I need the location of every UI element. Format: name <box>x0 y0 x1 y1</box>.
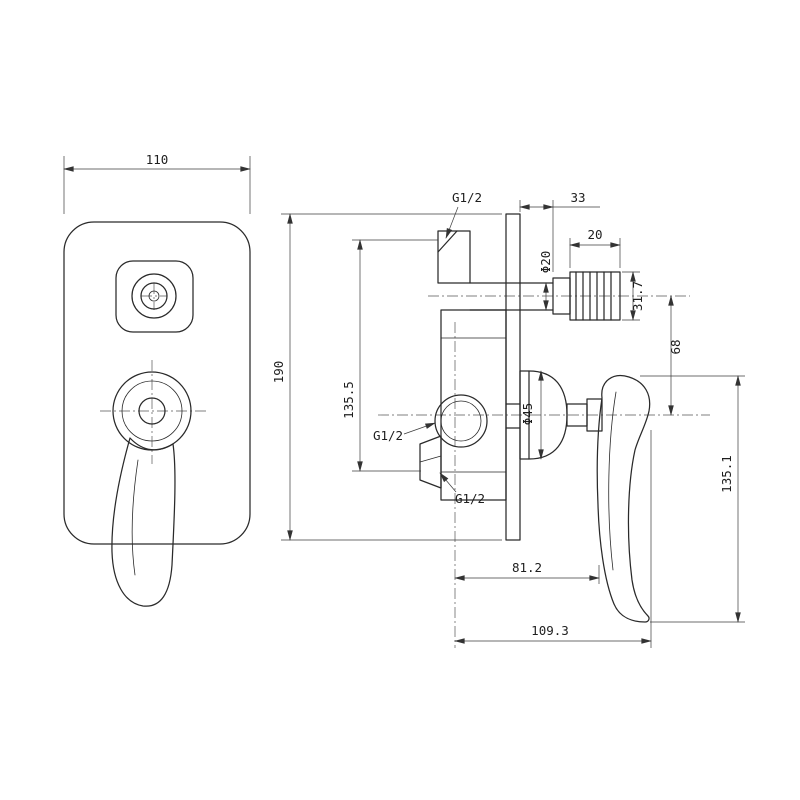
diverter-button-outer-ring <box>131 273 177 319</box>
lever-handle-front-highlight <box>131 459 139 576</box>
dim-label-190: 190 <box>271 361 286 384</box>
dim-label-68: 68 <box>668 339 683 354</box>
dim-label-g12-bottom: G1/2 <box>455 491 485 506</box>
handle-hub-inner <box>138 397 166 425</box>
label-mid-thread: G1/2 <box>373 422 436 443</box>
dim-label-135-5: 135.5 <box>341 381 356 419</box>
dim-label-g12-top: G1/2 <box>452 190 482 205</box>
outlet-end-block <box>569 271 621 321</box>
dim-block-20: 20 <box>569 227 621 268</box>
dim-label-phi45: Φ45 <box>520 403 535 426</box>
dim-label-81-2: 81.2 <box>512 560 542 575</box>
dim-label-31-7: 31.7 <box>630 281 645 311</box>
escutcheon-flange <box>519 370 530 460</box>
fitting-chamfer <box>437 230 458 253</box>
dim-body-height: 135.5 <box>341 239 438 472</box>
wall-plate-front <box>63 221 251 545</box>
dim-depth-109: 109.3 <box>454 430 652 648</box>
dim-handle-height: 135.1 <box>640 375 745 623</box>
lever-handle-front <box>111 437 176 607</box>
bottom-inlet-port <box>419 435 442 489</box>
dim-label-20: 20 <box>587 227 602 242</box>
dim-escutcheon-dia: Φ45 <box>520 370 544 460</box>
dim-label-g12-mid: G1/2 <box>373 428 403 443</box>
bottom-inlet-line <box>419 455 442 463</box>
dim-plate-height: 190 <box>271 213 502 541</box>
side-view <box>419 213 651 623</box>
cartridge-boss-inner <box>440 400 482 442</box>
wall-plate-side <box>505 213 521 541</box>
dim-center-distance: 68 <box>668 295 683 416</box>
lever-handle-side-highlight <box>608 391 617 571</box>
outlet-knurling <box>575 271 612 321</box>
top-outlet-fitting <box>437 230 471 284</box>
dim-label-135-1: 135.1 <box>719 455 734 493</box>
front-view <box>63 221 251 607</box>
diverter-button-center <box>148 290 160 302</box>
dim-block-height: 31.7 <box>622 271 645 321</box>
dim-label-109-3: 109.3 <box>531 623 569 638</box>
centerlines <box>100 283 710 648</box>
dim-label-33: 33 <box>570 190 585 205</box>
label-top-thread: G1/2 <box>445 190 482 239</box>
dim-projection-33: 33 <box>519 190 600 272</box>
cartridge-boss-outer <box>434 394 488 448</box>
lever-handle-side <box>596 375 651 623</box>
dim-plate-width: 110 <box>63 152 251 214</box>
dim-pipe-dia: Φ20 <box>538 251 553 311</box>
dim-label-phi20: Φ20 <box>538 251 553 274</box>
dimensions: 110 190 135.5 G1/2 33 <box>63 152 745 648</box>
label-bottom-thread: G1/2 <box>439 472 485 506</box>
handle-stem-collar <box>586 398 603 432</box>
dim-label-110: 110 <box>146 152 169 167</box>
handle-hub-outer <box>121 380 183 442</box>
diverter-button-ring <box>140 282 168 310</box>
dim-depth-81: 81.2 <box>454 560 600 584</box>
diverter-button-bezel <box>115 260 194 333</box>
